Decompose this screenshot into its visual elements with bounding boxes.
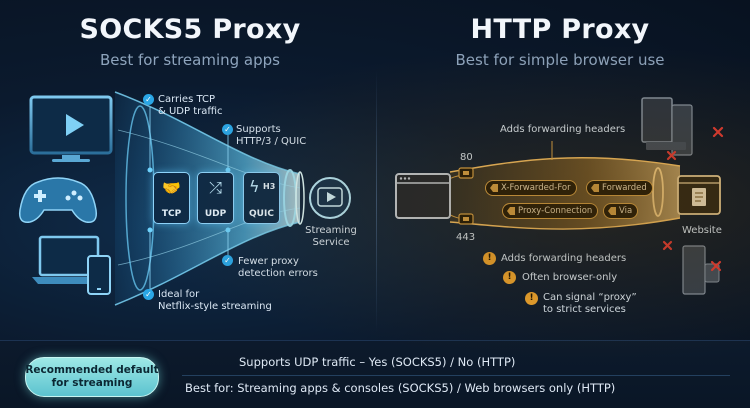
tile-label: QUIC bbox=[249, 209, 274, 219]
http-diagram bbox=[395, 97, 724, 295]
lock-icon bbox=[458, 213, 474, 225]
chip-label: Forwarded bbox=[602, 183, 647, 193]
quic-tile: ϟ H3 QUIC bbox=[243, 172, 280, 224]
summary-bar: Recommended default for streaming Suppor… bbox=[0, 340, 750, 408]
socks5-title: SOCKS5 Proxy bbox=[79, 14, 301, 45]
badge-label: Recommended default for streaming bbox=[25, 364, 159, 389]
warning-forwarding-headers: Adds forwarding headers bbox=[501, 253, 627, 264]
http-title: HTTP Proxy bbox=[470, 14, 650, 45]
tag-icon bbox=[591, 184, 599, 192]
warning-browser-only: Often browser-only bbox=[522, 272, 618, 283]
streaming-service-icon bbox=[309, 177, 351, 219]
check-icon: ✓ bbox=[222, 255, 233, 266]
cross-icon bbox=[662, 240, 673, 251]
summary-udp-support: Supports UDP traffic – Yes (SOCKS5) / No… bbox=[239, 355, 516, 369]
note-fewer-errors: Fewer proxy detection errors bbox=[238, 256, 318, 279]
lightning-icon: ϟ bbox=[249, 177, 260, 196]
shuffle-icon: ⤮ bbox=[209, 178, 222, 197]
tag-icon bbox=[490, 184, 498, 192]
warning-signal-proxy: Can signal “proxy” to strict services bbox=[543, 292, 637, 315]
chip-label: Proxy-Connection bbox=[518, 206, 593, 216]
http-subtitle: Best for simple browser use bbox=[455, 51, 665, 69]
header-chip-proxy-connection: Proxy-Connection bbox=[502, 203, 599, 219]
header-chip-x-forwarded-for: X-Forwarded-For bbox=[485, 180, 577, 196]
website-icon bbox=[677, 175, 721, 215]
cross-icon bbox=[666, 150, 677, 161]
tile-label: TCP bbox=[161, 209, 182, 219]
h3-badge: H3 bbox=[263, 182, 276, 191]
handshake-icon: 🤝 bbox=[162, 179, 181, 197]
headers-label: Adds forwarding headers bbox=[500, 124, 626, 135]
check-icon: ✓ bbox=[143, 289, 154, 300]
check-icon: ✓ bbox=[143, 94, 154, 105]
tag-icon bbox=[507, 207, 515, 215]
tag-icon bbox=[608, 207, 616, 215]
website-label: Website bbox=[682, 225, 722, 236]
warning-icon: ! bbox=[503, 271, 516, 284]
chip-label: X-Forwarded-For bbox=[501, 183, 571, 193]
warning-icon: ! bbox=[483, 252, 496, 265]
lock-icon bbox=[458, 167, 474, 179]
summary-separator bbox=[182, 375, 730, 376]
tile-label: UDP bbox=[204, 209, 227, 219]
socks5-subtitle: Best for streaming apps bbox=[100, 51, 280, 69]
console-icon bbox=[682, 245, 720, 295]
cross-icon bbox=[712, 126, 724, 138]
gamepad-icon bbox=[18, 177, 98, 223]
cross-icon bbox=[710, 260, 722, 272]
port-443-label: 443 bbox=[456, 232, 476, 243]
browser-window-icon bbox=[395, 173, 451, 219]
header-chip-via: Via bbox=[603, 203, 639, 219]
note-http3: Supports HTTP/3 / QUIC bbox=[236, 124, 307, 147]
note-netflix: Ideal for Netflix-style streaming bbox=[158, 289, 272, 312]
streaming-service-label: Streaming Service bbox=[305, 225, 357, 248]
summary-best-for: Best for: Streaming apps & consoles (SOC… bbox=[185, 381, 616, 395]
warning-icon: ! bbox=[525, 292, 538, 305]
port-80-label: 80 bbox=[460, 152, 473, 163]
header-chip-forwarded: Forwarded bbox=[586, 180, 653, 196]
chip-label: Via bbox=[619, 206, 633, 216]
tv-icon bbox=[29, 95, 113, 162]
tcp-tile: 🤝 TCP bbox=[153, 172, 190, 224]
udp-tile: ⤮ UDP bbox=[197, 172, 234, 224]
phone-icon bbox=[87, 255, 111, 295]
panel-divider bbox=[376, 70, 377, 332]
note-tcp-udp: Carries TCP & UDP traffic bbox=[158, 94, 223, 117]
recommended-default-badge: Recommended default for streaming bbox=[25, 357, 159, 397]
check-icon: ✓ bbox=[222, 124, 233, 135]
desktop-tower-icon bbox=[641, 97, 693, 156]
